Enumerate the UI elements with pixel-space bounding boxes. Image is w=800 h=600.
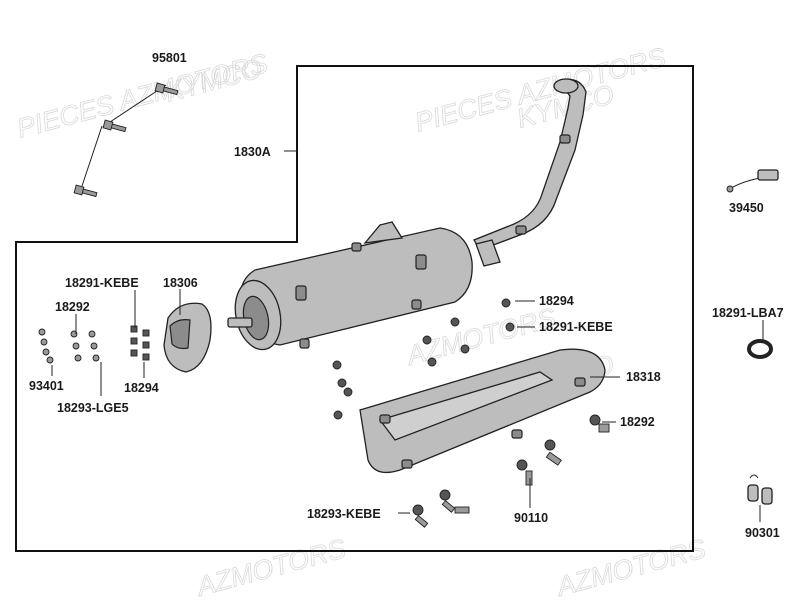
watermark: AZMOTORS [192,533,349,600]
label-18291-KEBE: 18291-KEBE [65,276,139,290]
label-1830A: 1830A [234,145,271,159]
assembly-frame [15,65,694,552]
clip-90301 [747,474,773,505]
fastener-scatter [332,298,515,420]
label-18318: 18318 [626,370,661,384]
label-18292: 18292 [620,415,655,429]
label-18293-LGE5: 18293-LGE5 [57,401,129,415]
label-18292: 18292 [55,300,90,314]
label-18291-LBA7: 18291-LBA7 [712,306,784,320]
label-18306: 18306 [163,276,198,290]
sensor-39450 [726,169,779,193]
label-95801: 95801 [152,51,187,65]
exhaust-header-pipe [473,78,587,267]
label-18291-KEBE: 18291-KEBE [539,320,613,334]
leader-lines [51,150,764,522]
label-18293-KEBE: 18293-KEBE [307,507,381,521]
end-cap-18306 [163,302,212,373]
gasket-ring-18291-LBA7 [747,339,773,359]
label-93401: 93401 [29,379,64,393]
bolt-set-95801 [73,82,179,198]
label-18294: 18294 [539,294,574,308]
label-90301: 90301 [745,526,780,540]
muffler-body [227,221,473,351]
label-39450: 39450 [729,201,764,215]
heat-shield-18318 [359,348,606,474]
label-90110: 90110 [514,511,548,525]
watermark: AZMOTORS [552,533,709,600]
small-hardware-group [38,325,150,364]
label-18294: 18294 [124,381,159,395]
lower-bolts [412,414,610,528]
part-labels: 95801 1830A 39450 18291-KEBE 18306 18292… [29,51,784,540]
